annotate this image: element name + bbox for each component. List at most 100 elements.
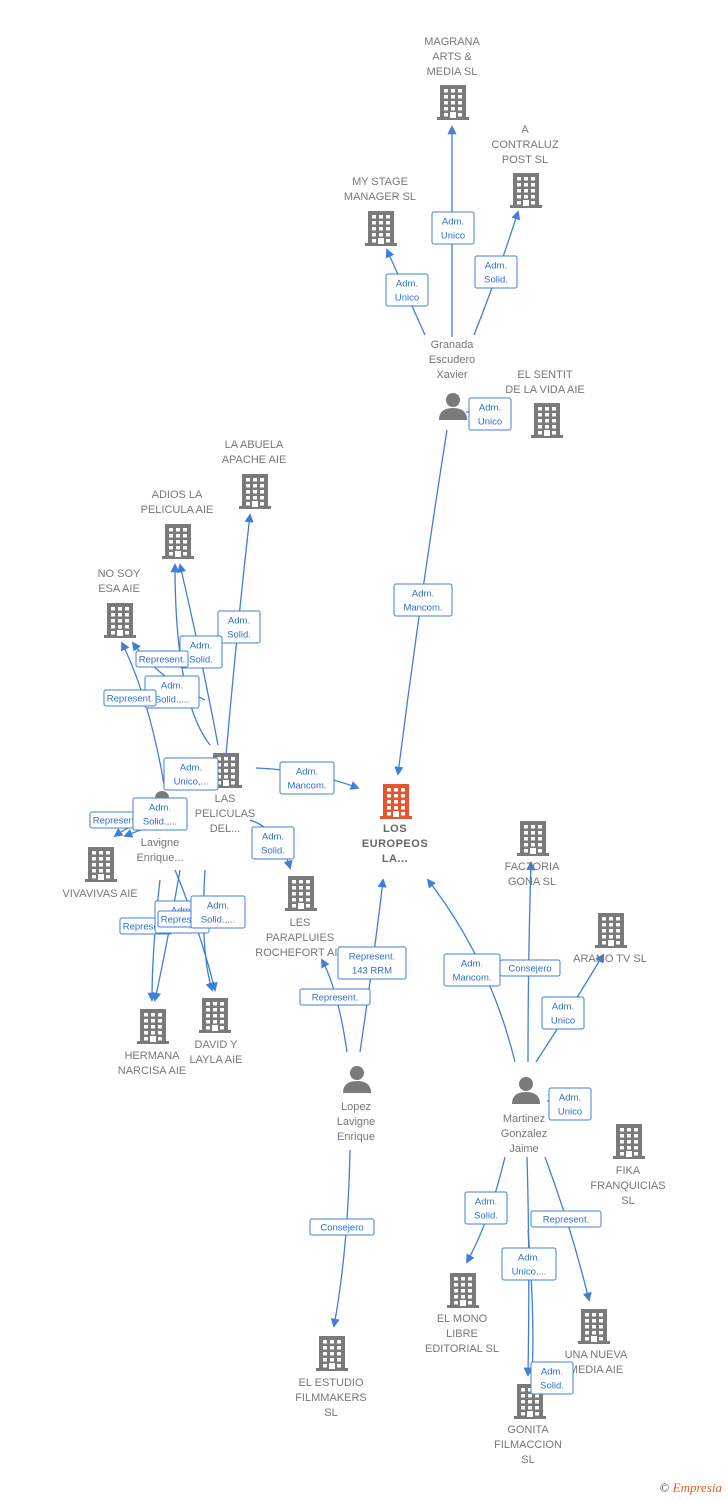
node-label-mystage[interactable]: MANAGER SL <box>344 191 416 203</box>
node-label-mono[interactable]: EL MONO <box>437 1313 488 1325</box>
node-label-los_europeos[interactable]: LA... <box>382 853 408 865</box>
building-icon[interactable] <box>380 784 412 819</box>
edge-label[interactable]: Adm.Solid. <box>464 1191 508 1225</box>
building-icon[interactable] <box>437 85 469 120</box>
node-label-estudio[interactable]: SL <box>324 1407 337 1419</box>
edge-label[interactable]: Represent. <box>299 988 371 1006</box>
person-icon[interactable] <box>439 393 467 420</box>
edge-label[interactable]: Represent. <box>530 1210 602 1228</box>
node-label-parapluies[interactable]: ROCHEFORT AIE <box>255 947 344 959</box>
building-icon[interactable] <box>595 913 627 948</box>
node-label-davidlayla[interactable]: DAVID Y <box>195 1039 239 1051</box>
node-label-nuevamedia[interactable]: MEDIA AIE <box>569 1364 623 1376</box>
building-icon[interactable] <box>578 1309 610 1344</box>
person-icon[interactable] <box>343 1066 371 1093</box>
node-label-sentit[interactable]: DE LA VIDA AIE <box>505 384 585 396</box>
node-label-lopez[interactable]: Lopez <box>341 1101 371 1113</box>
node-label-martinez[interactable]: Martinez <box>503 1113 545 1125</box>
edge-label[interactable]: Adm.Unico,... <box>163 757 219 791</box>
node-label-lavigne_p[interactable]: Lavigne <box>141 837 180 849</box>
node-label-fika[interactable]: FIKA <box>616 1165 641 1177</box>
node-label-parapluies[interactable]: PARAPLUIES <box>266 932 334 944</box>
building-icon[interactable] <box>285 876 317 911</box>
edge-label[interactable]: Adm.Mancom. <box>443 953 501 987</box>
building-icon[interactable] <box>316 1336 348 1371</box>
node-label-fika[interactable]: FRANQUICIAS <box>590 1180 665 1192</box>
node-label-granada[interactable]: Xavier <box>436 369 468 381</box>
edge-label[interactable]: Consejero <box>499 959 561 977</box>
building-icon[interactable] <box>104 603 136 638</box>
node-label-hermana[interactable]: NARCISA AIE <box>118 1065 186 1077</box>
building-icon[interactable] <box>613 1124 645 1159</box>
node-label-adios[interactable]: PELICULA AIE <box>141 504 214 516</box>
node-label-granada[interactable]: Escudero <box>429 354 475 366</box>
node-label-peliculas[interactable]: DEL... <box>210 823 241 835</box>
node-label-magrana[interactable]: ARTS & <box>432 51 472 63</box>
node-label-mono[interactable]: LIBRE <box>446 1328 478 1340</box>
node-label-hermana[interactable]: HERMANA <box>124 1050 180 1062</box>
node-label-nosoy[interactable]: NO SOY <box>98 568 141 580</box>
node-label-factoria[interactable]: GONA SL <box>508 876 556 888</box>
node-label-estudio[interactable]: EL ESTUDIO <box>299 1377 364 1389</box>
node-label-lopez[interactable]: Lavigne <box>337 1116 376 1128</box>
edge-label[interactable]: Adm.Unico <box>541 996 585 1030</box>
node-label-magrana[interactable]: MAGRANA <box>424 36 480 48</box>
building-icon[interactable] <box>531 403 563 438</box>
edge-label[interactable]: Adm.Solid.,... <box>190 895 246 929</box>
node-label-davidlayla[interactable]: LAYLA AIE <box>189 1054 242 1066</box>
node-label-martinez[interactable]: Gonzalez <box>501 1128 547 1140</box>
node-label-abuela[interactable]: LA ABUELA <box>225 439 284 451</box>
edge-label[interactable]: Adm.Unico,... <box>501 1247 557 1281</box>
person-icon[interactable] <box>512 1077 540 1104</box>
building-icon[interactable] <box>85 847 117 882</box>
node-label-estudio[interactable]: FILMMAKERS <box>295 1392 367 1404</box>
building-icon[interactable] <box>365 211 397 246</box>
edge-label[interactable]: Represent. <box>135 650 189 668</box>
edge-label[interactable]: Adm.Unico <box>385 273 429 307</box>
node-label-magrana[interactable]: MEDIA SL <box>427 66 478 78</box>
node-label-abuela[interactable]: APACHE AIE <box>222 454 287 466</box>
node-label-factoria[interactable]: FACTORIA <box>505 861 560 873</box>
node-label-peliculas[interactable]: PELICULAS <box>195 808 256 820</box>
edge-label[interactable]: Adm.Mancom. <box>279 761 335 795</box>
node-label-peliculas[interactable]: LAS <box>215 793 236 805</box>
edge-label[interactable]: Adm.Solid. <box>251 826 295 860</box>
node-label-los_europeos[interactable]: LOS <box>383 823 407 835</box>
edge-label[interactable]: Represent. <box>103 689 157 707</box>
building-icon[interactable] <box>517 821 549 856</box>
edge-label[interactable]: Adm.Unico <box>431 211 475 245</box>
node-label-fika[interactable]: SL <box>621 1195 634 1207</box>
edge-label[interactable]: Adm.Unico <box>468 397 512 431</box>
node-label-gonita[interactable]: FILMACCION <box>494 1439 562 1451</box>
edge-label[interactable]: Consejero <box>309 1218 375 1236</box>
node-label-nosoy[interactable]: ESA AIE <box>98 583 140 595</box>
node-label-contraluz[interactable]: POST SL <box>502 154 548 166</box>
node-label-martinez[interactable]: Jaime <box>509 1143 538 1155</box>
edge-label[interactable]: Adm.Solid.,... <box>132 797 188 831</box>
node-label-sentit[interactable]: EL SENTIT <box>517 369 572 381</box>
edge-label[interactable]: Adm.Mancom. <box>393 583 453 617</box>
node-label-mystage[interactable]: MY STAGE <box>352 176 408 188</box>
node-label-gonita[interactable]: SL <box>521 1454 534 1466</box>
edge-label[interactable]: Adm.Solid. <box>474 255 518 289</box>
node-label-contraluz[interactable]: CONTRALUZ <box>491 139 559 151</box>
node-label-los_europeos[interactable]: EUROPEOS <box>362 838 428 850</box>
node-label-gonita[interactable]: GONITA <box>507 1424 549 1436</box>
building-icon[interactable] <box>162 524 194 559</box>
node-label-granada[interactable]: Granada <box>431 339 475 351</box>
footer-brand[interactable]: © Empresia <box>660 1480 723 1496</box>
node-label-vivavivas[interactable]: VIVAVIVAS AIE <box>62 888 137 900</box>
node-label-aramo[interactable]: ARAMO TV SL <box>573 953 647 965</box>
building-icon[interactable] <box>239 474 271 509</box>
node-label-nuevamedia[interactable]: UNA NUEVA <box>565 1349 628 1361</box>
node-label-adios[interactable]: ADIOS LA <box>152 489 203 501</box>
edge-label[interactable]: Adm.Solid. <box>217 610 261 644</box>
edge-label[interactable]: Adm.Solid. <box>179 635 223 669</box>
building-icon[interactable] <box>137 1009 169 1044</box>
edge-label[interactable]: Adm.Solid. <box>530 1361 574 1395</box>
building-icon[interactable] <box>199 998 231 1033</box>
node-label-lavigne_p[interactable]: Enrique... <box>136 852 183 864</box>
node-label-lopez[interactable]: Enrique <box>337 1131 375 1143</box>
node-label-mono[interactable]: EDITORIAL SL <box>425 1343 499 1355</box>
node-label-parapluies[interactable]: LES <box>290 917 311 929</box>
